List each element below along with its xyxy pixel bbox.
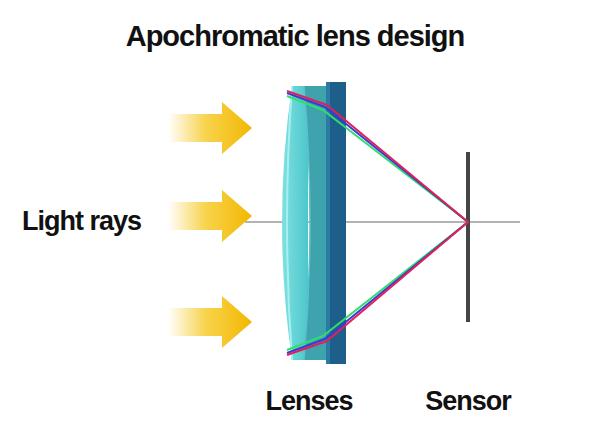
part-label: Sensor	[425, 386, 511, 417]
light-arrows	[168, 102, 252, 348]
lens-group	[282, 82, 346, 364]
light-rays-paths	[287, 91, 468, 355]
part-label: Lenses	[265, 386, 352, 417]
input-label: Light rays	[22, 206, 141, 237]
sensor-plane	[466, 152, 470, 322]
diagram-title: Apochromatic lens design	[126, 20, 465, 53]
